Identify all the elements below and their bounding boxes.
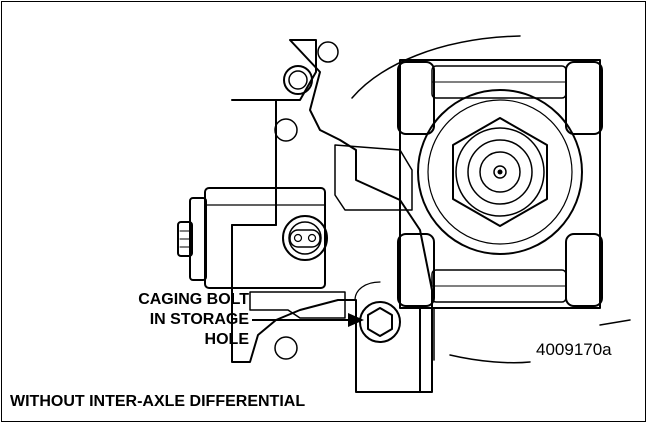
callout-leader (252, 313, 364, 327)
caging-bolt-callout: CAGING BOLT IN STORAGE HOLE (138, 290, 249, 350)
side-knob (177, 221, 193, 257)
callout-line-1: CAGING BOLT (138, 291, 249, 308)
hub-center (493, 165, 507, 179)
hub-seal (455, 127, 545, 217)
hole-lower-left (274, 336, 298, 360)
yoke-ear-bottom-right (565, 233, 603, 307)
connector-outer (282, 215, 328, 261)
yoke-ear-top-left (397, 61, 435, 135)
housing-arc-lower (449, 354, 531, 364)
yoke-body (399, 59, 601, 309)
carrier-body (231, 39, 433, 393)
housing-arc-right (599, 319, 631, 326)
hole-upper-left (274, 118, 298, 142)
carrier-flange (231, 99, 277, 226)
hole-top-right (317, 41, 339, 63)
caging-bolt (367, 307, 393, 337)
bolt-hole-top (283, 65, 313, 95)
hub-outer (417, 89, 583, 255)
callout-line-2: IN STORAGE (149, 311, 249, 328)
lower-pocket (249, 291, 346, 319)
hub-nut (452, 117, 548, 227)
yoke-ear-top-right (565, 61, 603, 135)
side-housing (204, 187, 326, 289)
callout-line-3: HOLE (204, 331, 249, 348)
housing-arc (351, 35, 521, 99)
figure-number: 4009170a (536, 340, 612, 359)
storage-hole-boss (359, 301, 401, 343)
figure-caption: WITHOUT INTER-AXLE DIFFERENTIAL (10, 393, 306, 410)
connector-plug (289, 229, 321, 248)
